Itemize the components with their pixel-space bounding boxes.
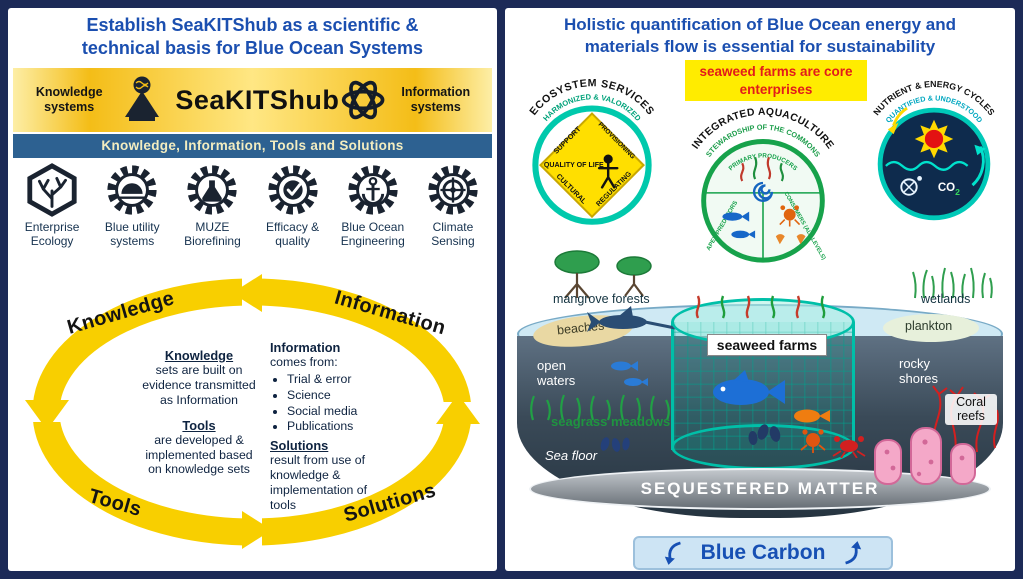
knot-icon — [342, 80, 385, 120]
ecosystem-services-circle: ECOSYSTEM SERVICES HARMONIZED & VALORIZE… — [527, 77, 656, 225]
seaweed-farms-label: seaweed farms — [707, 334, 827, 356]
nutrient-energy-circle: NUTRIENT & ENERGY CYCLES QUANTIFIED & UN… — [871, 79, 997, 221]
mangrove-icons — [554, 250, 652, 299]
seagrass-meadows-label: seagrass meadows — [551, 414, 671, 429]
farm-seaweed-icons — [695, 295, 826, 319]
sea-floor-label: Sea floor — [545, 448, 598, 463]
crab-icon — [800, 429, 826, 453]
coral-reefs-label: Coral reefs — [945, 394, 997, 425]
right-title: Holistic quantification of Blue Ocean en… — [563, 15, 956, 57]
co2-subscript: 2 — [955, 187, 960, 197]
cycle-text-right: Information comes from: Trial & error Sc… — [270, 340, 396, 512]
crab-shell-icons — [775, 205, 806, 245]
molecule-icon — [900, 175, 922, 196]
right-panel: Holistic quantification of Blue Ocean en… — [505, 8, 1015, 571]
eco-quality-label: QUALITY OF LIFE — [544, 162, 604, 169]
tools-row: Enterprise Ecology Blue utility systems … — [12, 162, 493, 249]
cycle-arrowheads — [25, 274, 480, 549]
sun-icon — [914, 119, 954, 159]
tool-label: MUZE Biorefining — [184, 220, 241, 248]
cycle-text-left: Knowledge sets are built on evidence tra… — [142, 348, 256, 477]
information-source: Science — [287, 388, 396, 403]
tool-climate-sensing: Climate Sensing — [413, 162, 493, 249]
knowledge-heading: Knowledge — [164, 348, 234, 363]
tool-efficacy-quality: Efficacy & quality — [253, 162, 333, 249]
down-arrow-icon — [664, 541, 681, 565]
ocean-scene: mangrove forests wetlands beaches plankt… — [511, 246, 1009, 531]
cycle-ring — [24, 272, 481, 553]
information-sources-list: Trial & error Science Social media Publi… — [270, 372, 396, 434]
left-title: Establish SeaKITShub as a scientific & t… — [81, 15, 424, 59]
seaweed-highlight: seaweed farms are core enterprises — [685, 60, 867, 102]
tool-label: Blue utility systems — [104, 220, 160, 248]
seakitshub-title: SeaKITShub — [175, 84, 340, 115]
co2-label: CO — [938, 182, 955, 194]
seaweed-icons — [740, 156, 784, 182]
information-source: Trial & error — [287, 372, 396, 387]
seagrass-icons — [530, 394, 670, 421]
tool-label: Blue Ocean Engineering — [340, 220, 405, 248]
tool-muze-biorefining: MUZE Biorefining — [172, 162, 252, 249]
information-heading: Information — [270, 340, 341, 355]
mangrove-forests-label: mangrove forests — [553, 292, 650, 306]
anchor-gear-icon — [348, 165, 398, 215]
tools-body: are developed & implemented based on kno… — [145, 432, 253, 477]
human-figure-icon — [597, 154, 619, 189]
check-gear-icon — [267, 165, 318, 215]
up-arrow-icon — [845, 541, 862, 565]
tool-blue-ocean-engineering: Blue Ocean Engineering — [333, 162, 413, 249]
swordfish-icon — [587, 306, 676, 332]
flask-gear-icon — [187, 165, 238, 215]
solutions-heading: Solutions — [270, 438, 329, 454]
integrated-aquaculture-circle: INTEGRATED AQUACULTURE STEWARDSHIP OF TH… — [690, 107, 835, 263]
plankton-patch — [883, 314, 979, 342]
kits-bar: Knowledge, Information, Tools and Soluti… — [13, 134, 492, 158]
tool-label: Climate Sensing — [431, 220, 475, 248]
hexagon-coral-icon — [27, 163, 77, 217]
information-systems-label: Information systems — [401, 85, 471, 114]
tool-label: Enterprise Ecology — [24, 220, 80, 248]
tool-label: Efficacy & quality — [266, 220, 320, 248]
rocky-shores-label: rocky shores — [899, 356, 939, 386]
wave-icon — [885, 160, 969, 171]
left-panel: Establish SeaKITShub as a scientific & t… — [8, 8, 497, 571]
blue-carbon-box: Blue Carbon — [633, 536, 893, 570]
solar-gear-icon — [107, 165, 157, 215]
information-intro: comes from: — [270, 355, 338, 370]
tool-enterprise-ecology: Enterprise Ecology — [12, 162, 92, 249]
cycle-arrows — [887, 106, 986, 187]
compass-gear-icon — [428, 165, 478, 215]
fish-icons — [722, 211, 756, 239]
open-waters-label: open waters — [537, 358, 576, 388]
sequestered-matter-band: SEQUESTERED MATTER — [529, 468, 991, 510]
solutions-body: result from use of knowledge & implement… — [270, 453, 368, 512]
mussel-icons — [600, 437, 630, 452]
knowledge-systems-label: Knowledge systems — [35, 85, 103, 114]
information-source: Social media — [287, 404, 396, 419]
kits-cycle-diagram: Knowledge Information Tools Solutions Kn… — [8, 260, 497, 568]
wetland-grass-icons — [912, 267, 993, 299]
spiral-icon — [752, 181, 774, 202]
farm-animals-icons — [713, 370, 830, 453]
blue-carbon-label: Blue Carbon — [700, 541, 826, 564]
wetlands-label: wetlands — [921, 292, 971, 306]
red-crab-icon — [832, 436, 866, 458]
hub-center: SeaKITShub — [117, 75, 339, 125]
information-source: Publications — [287, 419, 396, 434]
small-fish-icons — [611, 361, 648, 386]
knowledge-body: sets are built on evidence transmitted a… — [142, 363, 256, 407]
brain-pyramid-icon — [125, 76, 160, 121]
pink-sponge-icons — [874, 427, 976, 485]
tool-blue-utility: Blue utility systems — [92, 162, 172, 249]
plankton-label: plankton — [905, 319, 953, 333]
tools-heading: Tools — [182, 417, 216, 433]
seakitshub-banner: Knowledge systems SeaKITShub Information… — [13, 68, 492, 132]
